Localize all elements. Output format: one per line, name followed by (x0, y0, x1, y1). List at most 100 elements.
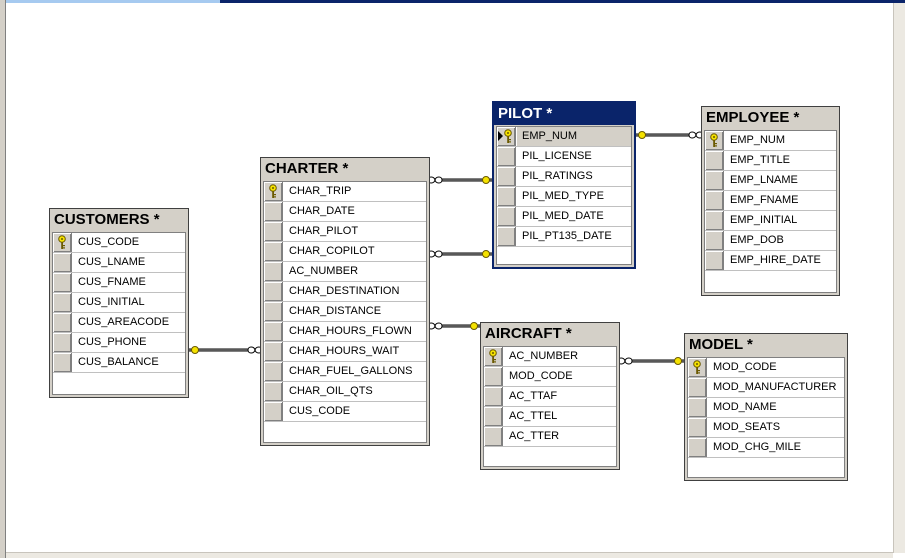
column-row[interactable]: EMP_INITIAL (705, 211, 836, 231)
row-selector[interactable] (705, 231, 724, 250)
row-selector[interactable] (53, 233, 72, 252)
column-row[interactable]: CUS_FNAME (53, 273, 185, 293)
relationship-line[interactable] (189, 346, 263, 354)
column-row[interactable]: EMP_FNAME (705, 191, 836, 211)
column-row[interactable]: EMP_NUM (705, 131, 836, 151)
column-row[interactable]: MOD_CHG_MILE (688, 438, 844, 458)
relationship-line[interactable] (617, 357, 684, 365)
column-row[interactable]: EMP_LNAME (705, 171, 836, 191)
row-selector[interactable] (53, 253, 72, 272)
row-selector[interactable] (484, 427, 503, 446)
column-row[interactable]: CHAR_OIL_QTS (264, 382, 426, 402)
row-selector[interactable] (264, 182, 283, 201)
column-row[interactable]: AC_TTEL (484, 407, 616, 427)
relationship-line[interactable] (636, 131, 704, 139)
column-row[interactable]: AC_NUMBER (484, 347, 616, 367)
row-selector[interactable] (484, 387, 503, 406)
relationship-line[interactable] (427, 322, 480, 330)
column-row[interactable]: MOD_MANUFACTURER (688, 378, 844, 398)
table-title[interactable]: CHARTER * (265, 160, 349, 177)
column-row[interactable]: CUS_AREACODE (53, 313, 185, 333)
horizontal-scrollbar[interactable] (6, 552, 893, 558)
row-selector[interactable] (705, 171, 724, 190)
row-selector[interactable] (484, 347, 503, 366)
row-selector[interactable] (264, 242, 283, 261)
column-row[interactable]: EMP_NUM (497, 127, 631, 147)
row-selector[interactable] (264, 342, 283, 361)
column-row[interactable]: CHAR_DISTANCE (264, 302, 426, 322)
column-row[interactable]: CHAR_HOURS_WAIT (264, 342, 426, 362)
column-row[interactable]: CHAR_DESTINATION (264, 282, 426, 302)
column-row[interactable]: PIL_LICENSE (497, 147, 631, 167)
column-row[interactable]: CUS_CODE (264, 402, 426, 422)
row-selector[interactable] (264, 282, 283, 301)
column-row[interactable]: AC_TTER (484, 427, 616, 447)
row-selector[interactable] (688, 358, 707, 377)
row-selector[interactable] (497, 227, 516, 246)
column-row[interactable]: CHAR_TRIP (264, 182, 426, 202)
column-row[interactable]: EMP_DOB (705, 231, 836, 251)
row-selector[interactable] (484, 407, 503, 426)
column-row[interactable]: PIL_MED_TYPE (497, 187, 631, 207)
row-selector[interactable] (497, 147, 516, 166)
column-row[interactable]: PIL_MED_DATE (497, 207, 631, 227)
row-selector[interactable] (264, 362, 283, 381)
row-selector[interactable] (705, 151, 724, 170)
vertical-scrollbar[interactable] (893, 3, 905, 553)
row-selector[interactable] (705, 211, 724, 230)
table-title[interactable]: PILOT * (494, 103, 634, 125)
column-row[interactable]: AC_NUMBER (264, 262, 426, 282)
column-row[interactable]: CHAR_FUEL_GALLONS (264, 362, 426, 382)
row-selector[interactable] (53, 353, 72, 372)
row-selector[interactable] (497, 167, 516, 186)
row-selector[interactable] (264, 222, 283, 241)
table-title[interactable]: AIRCRAFT * (485, 325, 572, 342)
column-row[interactable]: CUS_BALANCE (53, 353, 185, 373)
row-selector[interactable] (53, 293, 72, 312)
column-row[interactable]: CUS_CODE (53, 233, 185, 253)
row-selector[interactable] (688, 378, 707, 397)
column-row[interactable]: CHAR_PILOT (264, 222, 426, 242)
row-selector[interactable] (53, 313, 72, 332)
row-selector[interactable] (497, 207, 516, 226)
column-row[interactable]: CHAR_COPILOT (264, 242, 426, 262)
column-row[interactable]: CUS_PHONE (53, 333, 185, 353)
column-row[interactable]: AC_TTAF (484, 387, 616, 407)
row-selector[interactable] (264, 402, 283, 421)
relationship-line[interactable] (427, 250, 492, 258)
row-selector[interactable] (497, 187, 516, 206)
row-selector[interactable] (264, 262, 283, 281)
row-selector[interactable] (264, 302, 283, 321)
column-row[interactable]: CHAR_HOURS_FLOWN (264, 322, 426, 342)
column-row[interactable]: EMP_TITLE (705, 151, 836, 171)
column-row[interactable]: MOD_NAME (688, 398, 844, 418)
row-selector[interactable] (705, 131, 724, 150)
column-row[interactable]: CUS_INITIAL (53, 293, 185, 313)
column-row[interactable]: PIL_RATINGS (497, 167, 631, 187)
column-row[interactable]: MOD_CODE (688, 358, 844, 378)
column-row[interactable]: EMP_HIRE_DATE (705, 251, 836, 271)
row-selector[interactable] (688, 438, 707, 457)
relationship-line[interactable] (427, 176, 492, 184)
column-row[interactable]: MOD_CODE (484, 367, 616, 387)
table-title[interactable]: EMPLOYEE * (706, 109, 800, 126)
row-selector[interactable] (264, 382, 283, 401)
row-selector[interactable] (264, 322, 283, 341)
column-row[interactable]: CHAR_DATE (264, 202, 426, 222)
column-row[interactable]: MOD_SEATS (688, 418, 844, 438)
row-selector[interactable] (705, 251, 724, 270)
row-selector[interactable] (688, 398, 707, 417)
row-selector[interactable] (484, 367, 503, 386)
row-selector[interactable] (53, 273, 72, 292)
table-title[interactable]: MODEL * (689, 336, 753, 353)
column-row[interactable]: CUS_LNAME (53, 253, 185, 273)
row-selector[interactable] (705, 191, 724, 210)
row-selector[interactable] (53, 333, 72, 352)
table-title[interactable]: CUSTOMERS * (54, 211, 160, 228)
